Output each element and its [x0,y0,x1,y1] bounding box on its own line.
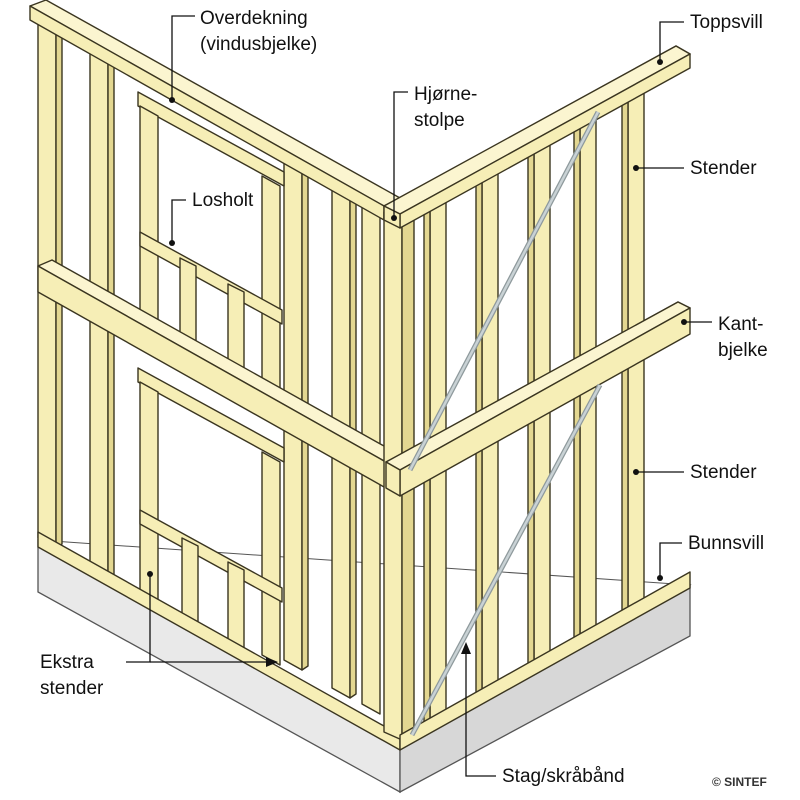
upper-window [137,91,285,391]
svg-text:stolpe: stolpe [414,110,465,131]
svg-text:stender: stender [40,678,104,699]
svg-text:Kant-: Kant- [718,314,763,335]
svg-text:Toppsvill: Toppsvill [690,12,763,33]
label-toppsvill: Toppsvill [657,12,763,65]
svg-text:Hjørne-: Hjørne- [414,84,477,105]
svg-text:Bunnsvill: Bunnsvill [688,533,764,554]
svg-text:Stender: Stender [690,158,757,179]
label-bunnsvill: Bunnsvill [657,533,764,581]
label-overdekning: Overdekning (vindusbjelke) [169,8,317,103]
label-hjornestolpe: Hjørne- stolpe [391,84,477,221]
left-wall-frame [29,0,401,751]
label-losholt: Losholt [169,190,254,246]
label-stender-upper: Stender [633,158,757,179]
svg-text:Ekstra: Ekstra [40,652,94,673]
label-kantbjelke: Kant- bjelke [681,314,768,361]
svg-text:Stag/skråbånd: Stag/skråbånd [502,766,625,787]
label-stag: Stag/skråbånd [461,642,625,787]
svg-text:Losholt: Losholt [192,190,254,211]
left-top-plate [29,0,401,207]
svg-text:Stender: Stender [690,462,757,483]
svg-text:Overdekning: Overdekning [200,8,308,29]
lower-window [137,367,285,666]
right-bottom-plate [399,571,691,751]
copyright-text: © SINTEF [712,775,767,789]
label-stender-lower: Stender [633,462,757,483]
label-ekstra-stender: Ekstra stender [40,571,278,699]
right-wall-frame [383,45,691,751]
svg-text:(vindusbjelke): (vindusbjelke) [200,34,317,55]
svg-text:bjelke: bjelke [718,340,768,361]
